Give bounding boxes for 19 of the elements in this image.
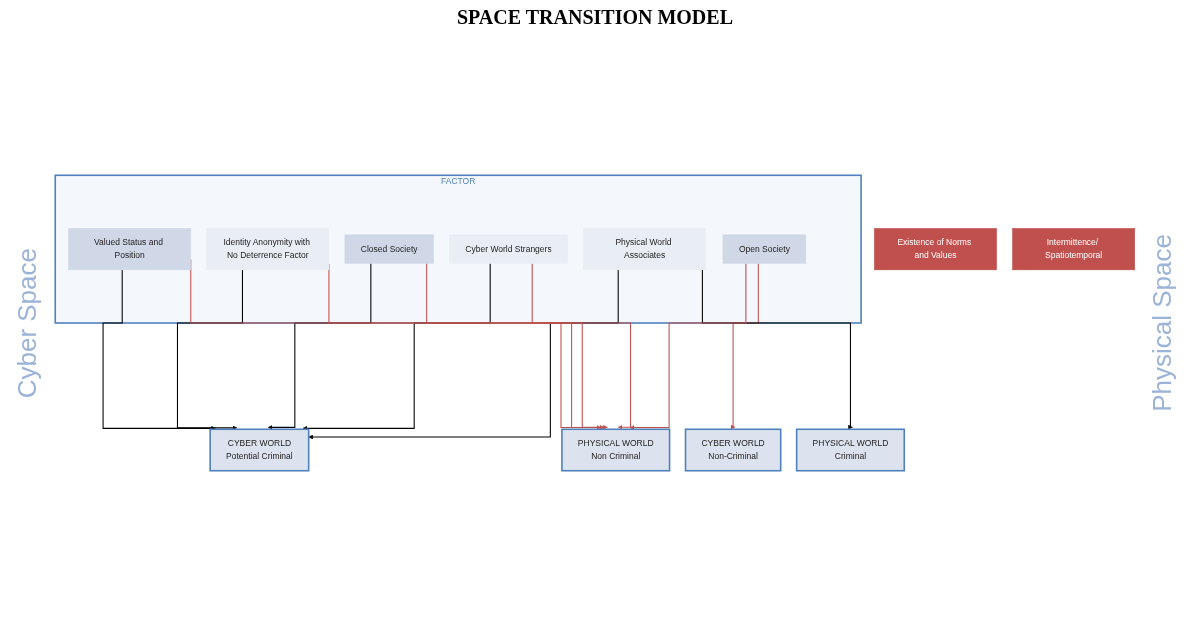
node-box: PHYSICAL WORLD Criminal [795, 428, 906, 472]
arrow [426, 262, 608, 430]
node-box: Existence of Norms and Values [874, 228, 997, 271]
node-box: Identity Anonymity with No Deterrence Factor [206, 228, 330, 271]
node-box: CYBER WORLD Non-Criminal [684, 428, 782, 472]
node-box: Physical World Associates [583, 228, 707, 271]
node-box: Closed Society [344, 234, 434, 264]
node-box: Cyber World Strangers [449, 234, 568, 264]
side-label: Physical Space [1147, 234, 1178, 412]
node-box: Open Society [722, 234, 807, 264]
side-label: Cyber Space [12, 247, 43, 399]
node-box: CYBER WORLD Potential Criminal [209, 428, 310, 472]
arrow [730, 262, 759, 430]
diagram-title: SPACE TRANSITION MODEL [457, 6, 733, 29]
node-box: PHYSICAL WORLD Non Criminal [561, 428, 671, 472]
node-box: Intermittence/ Spatiotemporal [1012, 228, 1135, 271]
arrow [629, 262, 747, 430]
node-box: Valued Status and Position [68, 228, 192, 271]
arrow [531, 262, 632, 430]
